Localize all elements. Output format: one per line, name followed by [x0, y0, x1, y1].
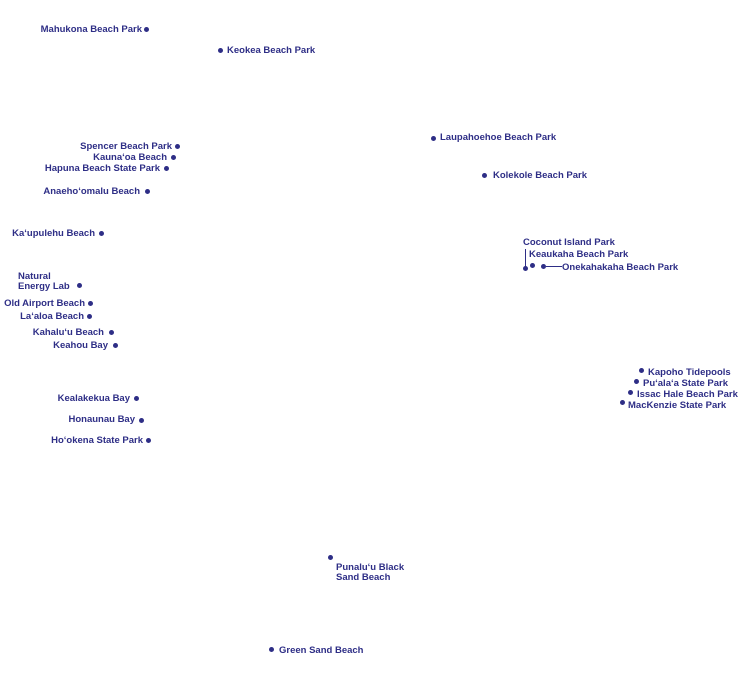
place-label-greensand: Green Sand Beach	[279, 645, 364, 656]
place-label-kaupulehu: Ka‘upulehu Beach	[12, 228, 95, 239]
place-marker-onekahakaha[interactable]	[540, 263, 546, 269]
place-marker-mahukona[interactable]	[143, 26, 149, 32]
place-marker-issac[interactable]	[627, 389, 633, 395]
place-marker-oldairport[interactable]	[87, 300, 93, 306]
leader-line-coconut	[525, 249, 526, 267]
place-label-keokea: Keokea Beach Park	[227, 45, 316, 56]
place-label-kolekole: Kolekole Beach Park	[493, 170, 587, 181]
place-label-honaunau: Honaunau Bay	[68, 414, 135, 425]
leader-line-onekahakaha	[546, 266, 562, 267]
place-label-anaehoomalu: Anaeho‘omalu Beach	[43, 186, 140, 197]
place-label-keaukaha: Keaukaha Beach Park	[529, 249, 629, 260]
place-marker-punaluu[interactable]	[327, 554, 333, 560]
place-marker-puala[interactable]	[633, 378, 639, 384]
place-marker-greensand[interactable]	[268, 646, 274, 652]
place-marker-keaukaha[interactable]	[529, 262, 535, 268]
place-marker-honaunau[interactable]	[138, 417, 144, 423]
place-marker-kealakekua[interactable]	[133, 395, 139, 401]
place-marker-kolekole[interactable]	[481, 172, 487, 178]
place-marker-hapuna[interactable]	[163, 165, 169, 171]
place-marker-kaunaoa[interactable]	[170, 154, 176, 160]
place-marker-kapoho[interactable]	[638, 367, 644, 373]
place-label-laupahoehoe: Laupahoehoe Beach Park	[440, 132, 557, 143]
place-marker-laaloa[interactable]	[86, 313, 92, 319]
place-marker-kahaluu[interactable]	[108, 329, 114, 335]
place-label-oldairport: Old Airport Beach	[4, 298, 85, 309]
place-label-kaunaoa: Kauna‘oa Beach	[93, 152, 167, 163]
place-marker-kaupulehu[interactable]	[98, 230, 104, 236]
place-label-issac: Issac Hale Beach Park	[637, 389, 738, 400]
place-label-hapuna: Hapuna Beach State Park	[44, 163, 160, 174]
place-marker-hookena[interactable]	[145, 437, 151, 443]
place-label-mackenzie: MacKenzie State Park	[628, 400, 727, 411]
place-label-mahukona: Mahukona Beach Park	[40, 24, 142, 35]
place-label-kealakekua: Kealakekua Bay	[57, 393, 130, 404]
place-label-onekahakaha: Onekahakaha Beach Park	[562, 262, 679, 273]
place-marker-keokea[interactable]	[217, 47, 223, 53]
place-marker-nelha[interactable]	[76, 282, 82, 288]
place-label-nelha: Natural Energy Lab	[18, 271, 70, 292]
place-label-keahou: Keahou Bay	[53, 340, 108, 351]
place-label-kapoho: Kapoho Tidepools	[648, 367, 731, 378]
place-marker-anaehoomalu[interactable]	[144, 188, 150, 194]
place-marker-keahou[interactable]	[112, 342, 118, 348]
place-label-puala: Pu‘ala‘a State Park	[643, 378, 729, 389]
place-label-coconut: Coconut Island Park	[523, 237, 615, 248]
place-label-hookena: Ho‘okena State Park	[51, 435, 143, 446]
place-label-punaluu: Punalu‘u Black Sand Beach	[336, 562, 405, 583]
place-marker-mackenzie[interactable]	[619, 399, 625, 405]
place-label-kahaluu: Kahalu‘u Beach	[32, 327, 104, 338]
place-label-spencer: Spencer Beach Park	[80, 141, 172, 152]
place-marker-spencer[interactable]	[174, 143, 180, 149]
place-marker-laupahoehoe[interactable]	[430, 135, 436, 141]
place-label-laaloa: La‘aloa Beach	[20, 311, 84, 322]
place-marker-coconut[interactable]	[522, 265, 528, 271]
